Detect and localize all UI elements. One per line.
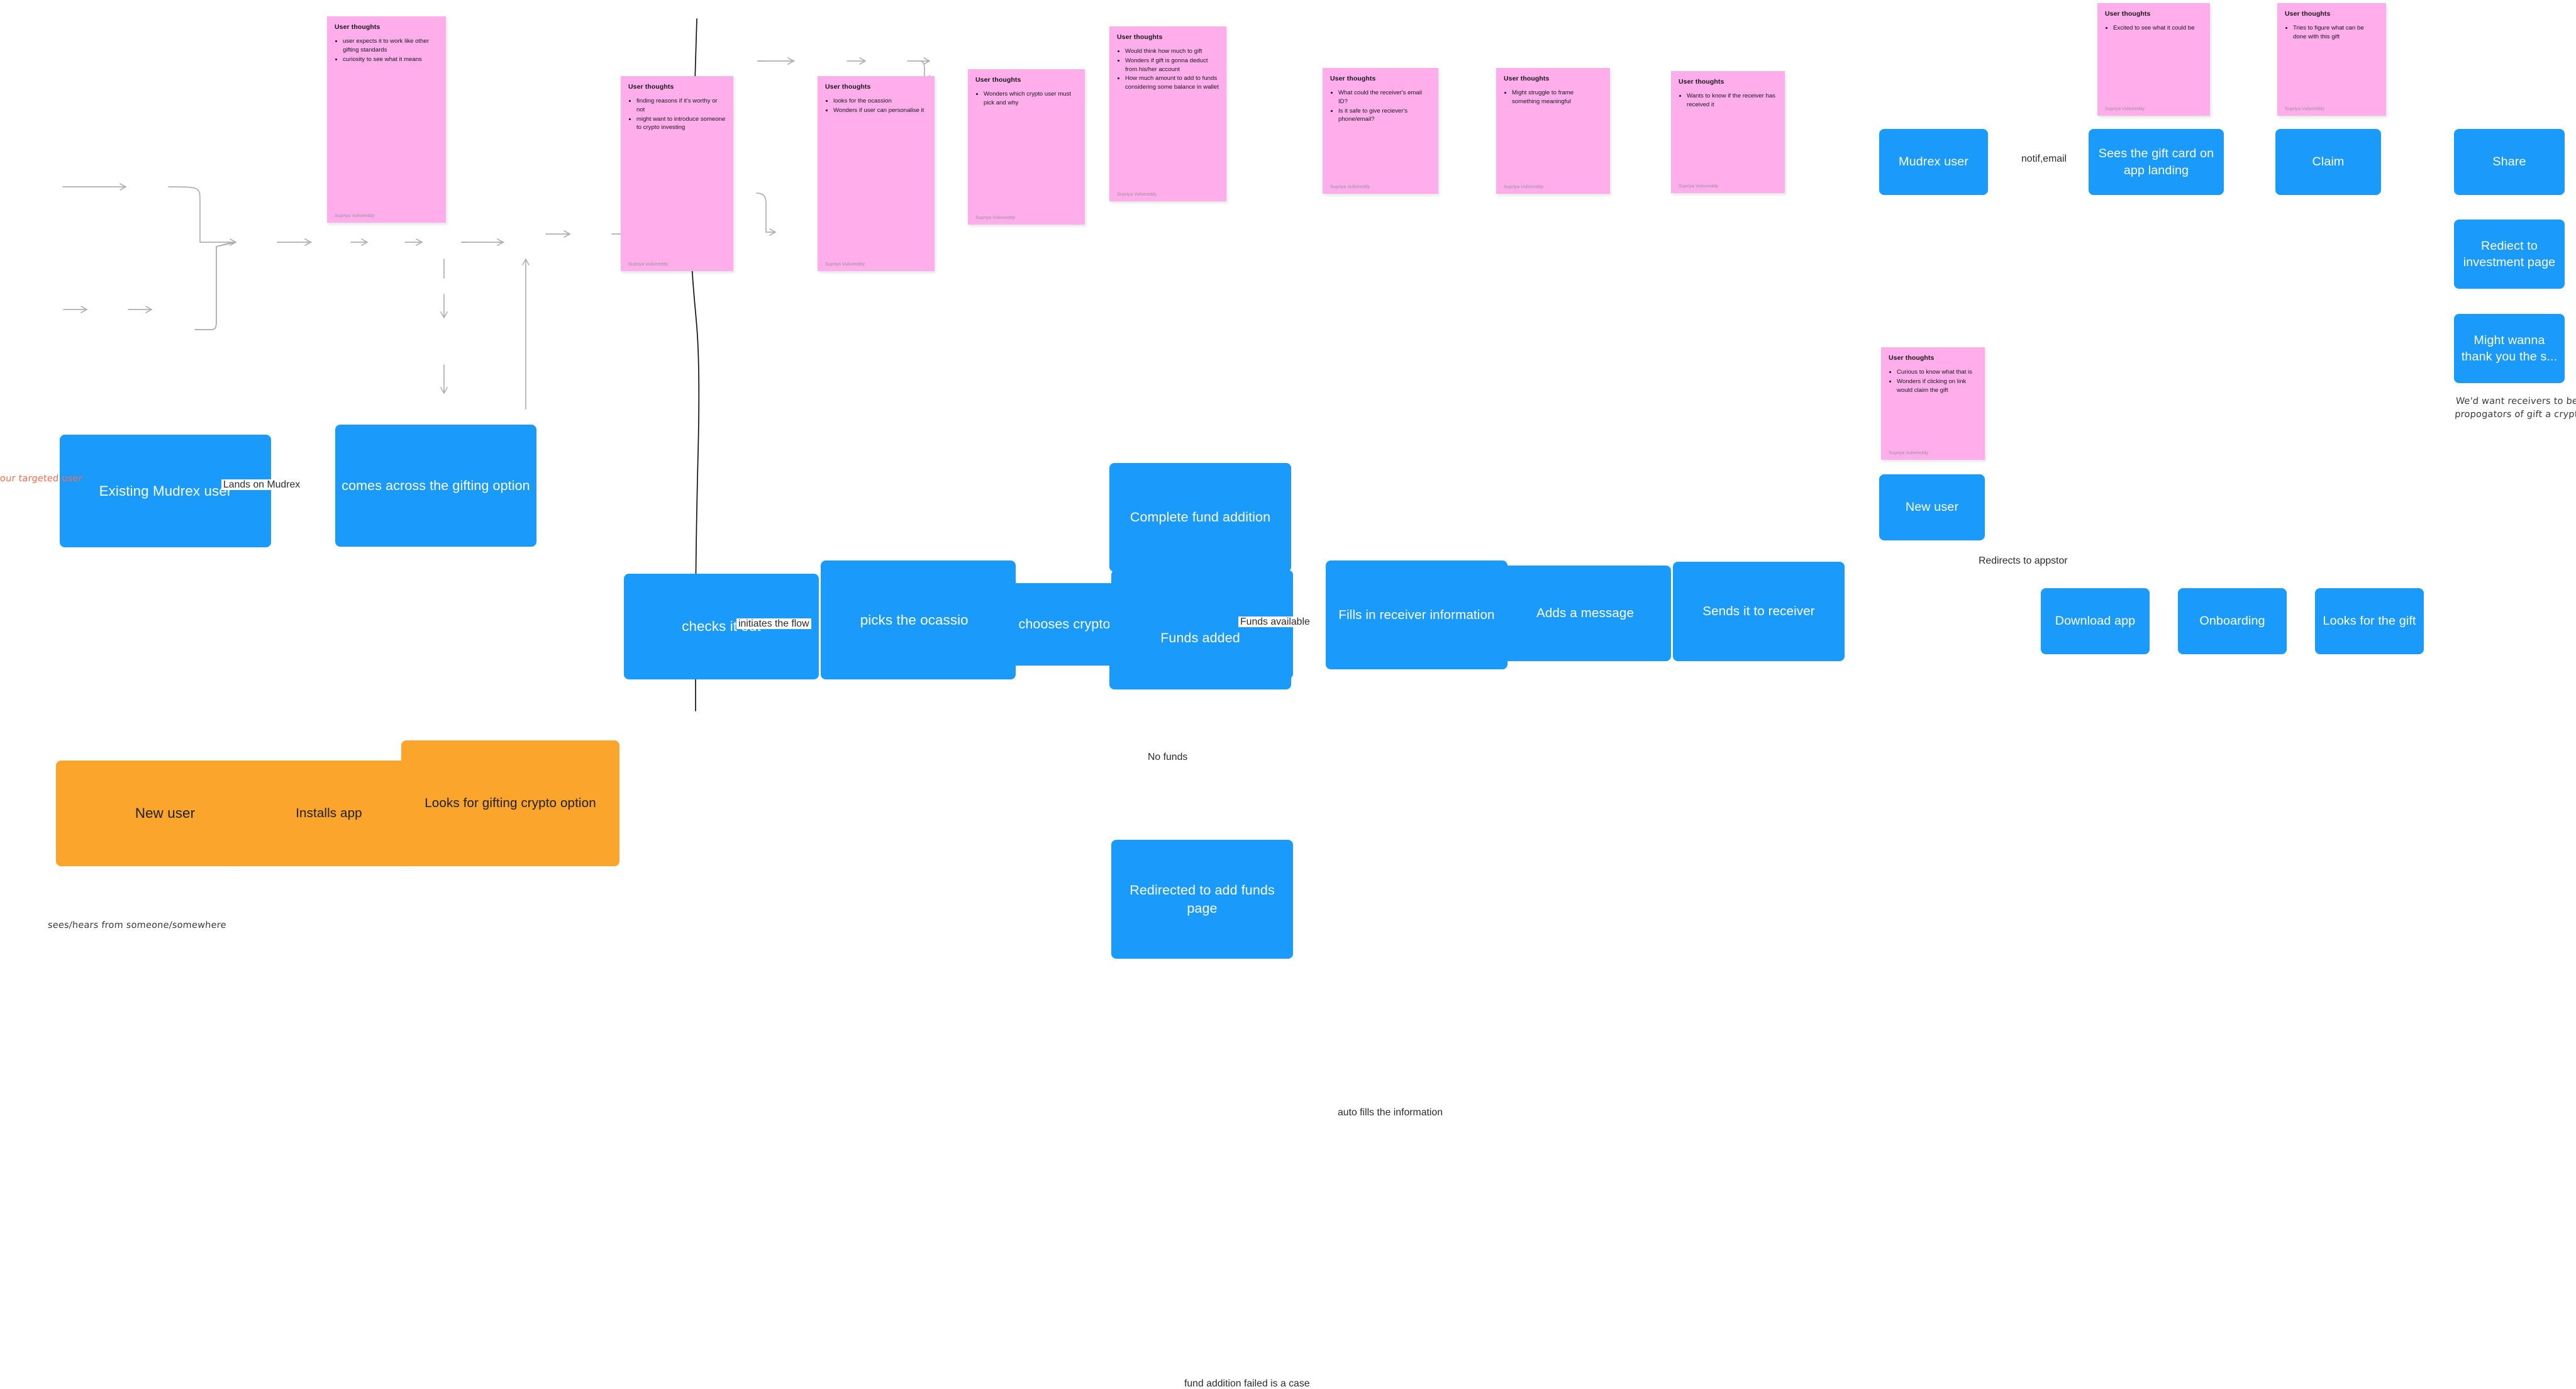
sticky-note-st-how-much-to-gift[interactable]: User thoughtsWould think how much to gif… xyxy=(1109,26,1226,201)
flow-node-mudrex-user[interactable]: Mudrex user xyxy=(1879,129,1988,195)
sticky-title: User thoughts xyxy=(975,76,1021,84)
sticky-bullet: What could the receiver's email ID? xyxy=(1338,89,1431,106)
flow-node-redirect-investment[interactable]: Rediect to investment page xyxy=(2454,220,2565,289)
sticky-bullet: looks for the ocassion xyxy=(833,97,927,106)
flow-node-sends-it-to-receiver[interactable]: Sends it to receiver xyxy=(1673,562,1845,661)
flow-node-adds-a-message[interactable]: Adds a message xyxy=(1499,566,1671,661)
sticky-author: Supriya Vulivireddy xyxy=(1330,184,1370,189)
sticky-note-st-figure-what-can-be-done[interactable]: User thoughtsTries to figure what can be… xyxy=(2277,3,2386,116)
sticky-bullet: Would think how much to gift xyxy=(1125,47,1219,56)
sticky-author: Supriya Vulivireddy xyxy=(975,215,1016,220)
edge-label-initiates-the-flow: initiates the flow xyxy=(736,618,811,630)
flow-node-share[interactable]: Share xyxy=(2454,129,2565,195)
flow-node-complete-fund-addition[interactable]: Complete fund addition xyxy=(1109,463,1291,572)
sticky-bullet: Curious to know what that is xyxy=(1897,368,1977,377)
sticky-note-st-receiver-email[interactable]: User thoughtsWhat could the receiver's e… xyxy=(1323,68,1438,194)
flow-node-might-thank-you[interactable]: Might wanna thank you the s... xyxy=(2454,314,2565,383)
sticky-author: Supriya Vulivireddy xyxy=(1504,184,1544,189)
sticky-title: User thoughts xyxy=(335,23,380,31)
sticky-author: Supriya Vulivireddy xyxy=(2285,106,2325,111)
sticky-bullet: Wonders which crypto user must pick and … xyxy=(984,90,1077,108)
flow-node-existing-mudrex-user[interactable]: Existing Mudrex user xyxy=(60,435,271,547)
sticky-bullet-list: Excited to see what it could be xyxy=(2105,24,2202,33)
sticky-bullet: Tries to figure what can be done with th… xyxy=(2293,24,2379,42)
sticky-bullet: Wants to know if the receiver has receiv… xyxy=(1687,92,1777,109)
sticky-bullet: curiosity to see what it means xyxy=(343,55,438,64)
sticky-author: Supriya Vulivireddy xyxy=(1889,450,1929,455)
sticky-author: Supriya Vulivireddy xyxy=(2105,106,2145,111)
flow-node-looks-for-the-gift[interactable]: Looks for the gift xyxy=(2315,588,2424,654)
sticky-bullet: Might struggle to frame something meanin… xyxy=(1512,89,1602,106)
sticky-bullet: user expects it to work like other gifti… xyxy=(343,37,438,55)
sticky-note-st-ocassion[interactable]: User thoughts looks for the ocassionWonde… xyxy=(818,76,935,271)
sticky-note-st-curious-claim-link[interactable]: User thoughtsCurious to know what that i… xyxy=(1881,347,1985,460)
sticky-bullet-list: Curious to know what that isWonders if c… xyxy=(1889,368,1977,394)
edge-label-fund-addition-failed: fund addition failed is a case xyxy=(1182,1378,1312,1389)
sticky-author: Supriya Vulivireddy xyxy=(628,261,669,267)
sticky-note-st-which-crypto[interactable]: User thoughtsWonders which crypto user m… xyxy=(968,69,1085,225)
edge-label-notif-email: notif,email xyxy=(2019,153,2069,165)
sticky-title: User thoughts xyxy=(1330,75,1376,82)
flow-node-download-app[interactable]: Download app xyxy=(2041,588,2150,654)
sticky-title: User thoughts xyxy=(1504,75,1550,82)
sticky-title: User thoughts xyxy=(1889,354,1935,362)
sticky-bullet-list: Wonders which crypto user must pick and … xyxy=(975,90,1077,108)
sticky-author: Supriya Vulivireddy xyxy=(335,213,375,218)
whiteboard-canvas: Existing Mudrex user comes across the gif… xyxy=(0,0,2576,714)
sticky-title: User thoughts xyxy=(825,83,871,91)
sticky-bullet: Is it safe to give reciever's phone/emai… xyxy=(1338,107,1431,125)
sticky-title: User thoughts xyxy=(2285,10,2331,18)
flow-node-onboarding[interactable]: Onboarding xyxy=(2178,588,2287,654)
flow-node-new-user-receiver[interactable]: New user xyxy=(1879,474,1985,540)
sticky-note-st-gifting-expectations[interactable]: User thoughts user expects it to work lik… xyxy=(327,16,446,223)
handwritten-note-receivers-propogators: We'd want receivers to be the propogator… xyxy=(2454,396,2576,420)
sticky-title: User thoughts xyxy=(1117,33,1163,41)
sticky-bullet-list: Tries to figure what can be done with th… xyxy=(2285,24,2379,42)
sticky-title: User thoughts xyxy=(628,83,674,91)
sticky-note-st-meaningful-message[interactable]: User thoughtsMight struggle to frame som… xyxy=(1496,68,1610,194)
flow-node-sees-gift-card[interactable]: Sees the gift card on app landing xyxy=(2089,129,2224,195)
sticky-bullet: Excited to see what it could be xyxy=(2113,24,2202,33)
sticky-bullet-list: Would think how much to giftWonders if g… xyxy=(1117,47,1219,92)
sticky-bullet: finding reasons if it's worthy or not xyxy=(636,97,726,114)
sticky-bullet-list: finding reasons if it's worthy or notmig… xyxy=(628,97,726,132)
flow-node-redirected-add-funds[interactable]: Redirected to add funds page xyxy=(1111,840,1293,959)
sticky-title: User thoughts xyxy=(1679,78,1724,86)
sticky-bullet: Wonders if user can personalise it xyxy=(833,106,927,115)
handwritten-note-our-targeted-user: our targeted user xyxy=(0,474,83,484)
flow-node-funds-added[interactable]: Funds added xyxy=(1109,587,1291,689)
sticky-bullet-list: What could the receiver's email ID?Is it… xyxy=(1330,89,1431,124)
sticky-author: Supriya Vulivireddy xyxy=(1117,191,1157,197)
sticky-bullet-list: user expects it to work like other gifti… xyxy=(335,37,438,64)
sticky-bullet: might want to introduce someone to crypt… xyxy=(636,115,726,133)
edge-label-no-funds: No funds xyxy=(1146,752,1190,763)
sticky-author: Supriya Vulivireddy xyxy=(1679,183,1719,189)
flow-node-claim[interactable]: Claim xyxy=(2275,129,2381,195)
sticky-bullet: Wonders if clicking on link would claim … xyxy=(1897,377,1977,395)
sticky-note-st-worthiness[interactable]: User thoughts finding reasons if it's wor… xyxy=(621,76,733,271)
sticky-bullet-list: looks for the ocassionWonders if user ca… xyxy=(825,97,927,115)
flow-node-installs-app[interactable]: Installs app xyxy=(231,761,426,866)
handwritten-note-sees-hears-from: sees/hears from someone/somewhere xyxy=(47,920,227,930)
sticky-bullet: Wonders if gift is gonna deduct from his… xyxy=(1125,57,1219,74)
flow-node-looks-for-gifting[interactable]: Looks for gifting crypto option xyxy=(401,740,619,866)
flow-node-fills-receiver-info[interactable]: Fills in receiver information xyxy=(1326,561,1507,669)
sticky-title: User thoughts xyxy=(2105,10,2151,18)
sticky-bullet-list: Might struggle to frame something meanin… xyxy=(1504,89,1602,106)
edge-label-funds-available: Funds available xyxy=(1238,616,1312,628)
flow-node-comes-across-gifting[interactable]: comes across the gifting option xyxy=(335,425,536,547)
edge-label-lands-on-mudrex: Lands on Mudrex xyxy=(221,479,303,491)
edge-label-redirects-to-appstore: Redirects to appstor xyxy=(1977,555,2070,567)
sticky-bullet-list: Wants to know if the receiver has receiv… xyxy=(1679,92,1777,109)
sticky-note-st-excited[interactable]: User thoughtsExcited to see what it coul… xyxy=(2097,3,2210,116)
sticky-note-st-received-it[interactable]: User thoughtsWants to know if the receiv… xyxy=(1671,71,1785,193)
sticky-bullet: How much amount to add to funds consider… xyxy=(1125,74,1219,92)
sticky-author: Supriya Vulivireddy xyxy=(825,261,865,267)
edge-label-auto-fills-info: auto fills the information xyxy=(1336,1107,1445,1118)
